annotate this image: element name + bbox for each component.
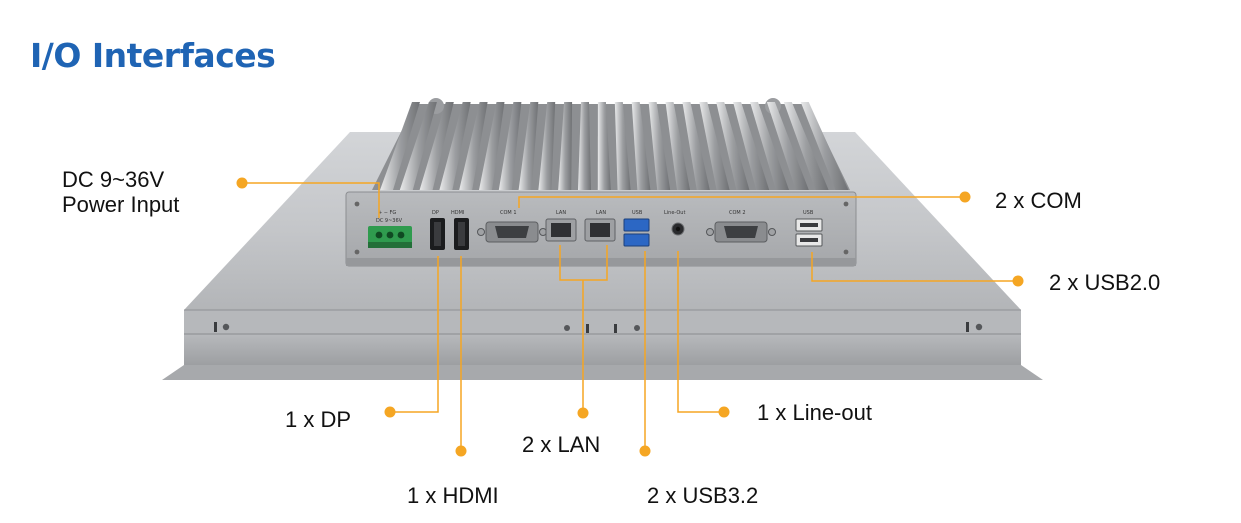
heatsink-fin xyxy=(699,102,730,190)
heatsink xyxy=(372,98,850,190)
heatsink-fin xyxy=(597,102,611,190)
dp-callout-label: 1 x DP xyxy=(285,407,352,432)
heatsink-fin xyxy=(380,102,420,190)
dp-leader-line xyxy=(390,256,439,413)
heatsink-fin xyxy=(614,102,631,190)
usb3-port-label: USB xyxy=(632,210,643,216)
power-terminal: + − FG DC 9~36V xyxy=(368,210,412,248)
lan-callout-dot xyxy=(577,407,589,419)
dp-port: DP xyxy=(430,210,445,250)
lineout-port: Line-Out xyxy=(664,210,685,236)
usb2-callout-dot xyxy=(1012,275,1024,287)
heatsink-fin xyxy=(518,102,539,190)
hdmi-port: HDMI xyxy=(451,210,469,250)
usb2-callout-label: 2 x USB2.0 xyxy=(1049,270,1161,295)
heatsink-fin xyxy=(766,102,809,190)
callout-dots xyxy=(236,177,1024,457)
hdmi-callout-dot xyxy=(455,445,467,457)
lineout-callout-label: 1 x Line-out xyxy=(757,400,872,425)
usb2-port-label: USB xyxy=(803,210,814,216)
com-callout-dot xyxy=(959,191,971,203)
heatsink-fin xyxy=(716,102,750,190)
power-callout-label: DC 9~36V Power Input xyxy=(62,167,179,218)
com-leader-line xyxy=(518,196,965,208)
dp-port-label: DP xyxy=(432,210,439,216)
heatsink-fin xyxy=(399,102,437,190)
heatsink-fin xyxy=(479,102,505,190)
heatsink-fin xyxy=(459,102,488,190)
com1-port-label: COM 1 xyxy=(500,210,517,216)
heatsink-fin xyxy=(578,102,591,190)
com1-port: COM 1 xyxy=(477,210,547,243)
power-callout-line1: DC 9~36V xyxy=(62,167,165,192)
lan-ports: LAN LAN xyxy=(545,210,616,242)
heatsink-fin xyxy=(439,102,471,190)
power-rating-label: DC 9~36V xyxy=(376,218,403,224)
power-port-label: + − FG xyxy=(378,210,396,216)
heatsink-fin xyxy=(682,102,710,190)
hdmi-callout-label: 1 x HDMI xyxy=(407,483,499,508)
heatsink-fin xyxy=(419,102,454,190)
heatsink-fin xyxy=(538,102,556,190)
heatsink-fin xyxy=(750,102,789,190)
power-leader-line xyxy=(242,182,380,218)
heatsink-fin xyxy=(665,102,690,190)
com-callout-label: 2 x COM xyxy=(995,188,1082,213)
hdmi-port-label: HDMI xyxy=(451,210,464,216)
com2-port: COM 2 xyxy=(706,210,776,243)
heatsink-fin xyxy=(631,102,651,190)
power-callout-dot xyxy=(236,177,248,189)
lineout-leader-line xyxy=(677,251,724,413)
lan-callout-label: 2 x LAN xyxy=(522,432,601,457)
heatsink-fin xyxy=(783,102,829,190)
usb3-callout-dot xyxy=(639,445,651,457)
heatsink-fin xyxy=(498,102,522,190)
heatsink-fin xyxy=(648,102,671,190)
lan1-port-label: LAN xyxy=(556,210,566,216)
usb3-ports: USB xyxy=(623,210,650,247)
com2-port-label: COM 2 xyxy=(729,210,746,216)
lineout-port-label: Line-Out xyxy=(664,210,685,216)
usb2-ports: USB xyxy=(795,210,823,247)
callout-leaders xyxy=(242,182,1018,451)
heatsink-fin xyxy=(733,102,770,190)
dp-callout-dot xyxy=(384,406,396,418)
usb2-leader-line xyxy=(811,252,1018,282)
heatsink-fin xyxy=(800,102,849,190)
usb3-callout-label: 2 x USB3.2 xyxy=(647,483,759,508)
lineout-callout-dot xyxy=(718,406,730,418)
heatsink-fin xyxy=(558,102,573,190)
power-callout-line2: Power Input xyxy=(62,192,180,218)
lan2-port-label: LAN xyxy=(596,210,606,216)
page-title: I/O Interfaces xyxy=(30,36,276,75)
